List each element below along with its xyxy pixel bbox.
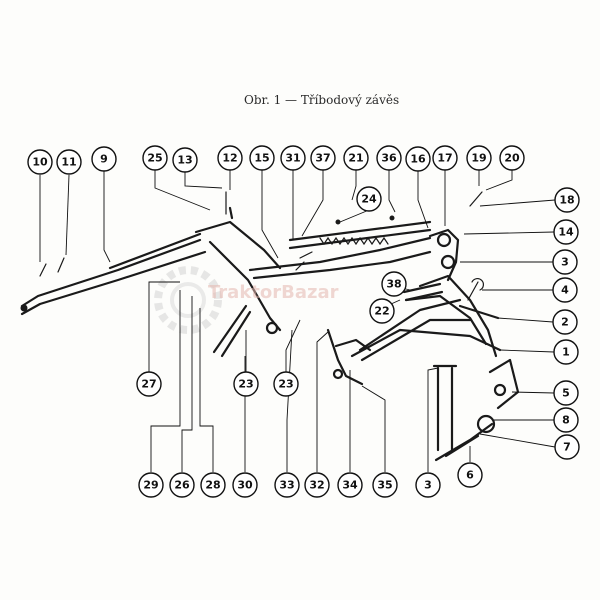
- callout-number: 11: [61, 156, 76, 169]
- callout-number: 13: [177, 154, 192, 167]
- callout-11: 11: [56, 149, 82, 175]
- callout-number: 30: [237, 479, 253, 492]
- callout-17: 17: [432, 145, 458, 171]
- callout-16: 16: [405, 146, 431, 172]
- callout-24: 24: [356, 186, 382, 212]
- callout-32: 32: [304, 472, 330, 498]
- callout-27: 27: [136, 371, 162, 397]
- callout-28: 28: [200, 472, 226, 498]
- callout-number: 3: [424, 479, 432, 492]
- callout-number: 37: [315, 152, 330, 165]
- callout-37: 37: [310, 145, 336, 171]
- callout-number: 24: [361, 193, 377, 206]
- callout-13: 13: [172, 147, 198, 173]
- callout-number: 38: [386, 278, 401, 291]
- callout-number: 26: [174, 479, 190, 492]
- callout-22: 22: [369, 298, 395, 324]
- callout-33: 33: [274, 472, 300, 498]
- callout-number: 23: [278, 378, 293, 391]
- callout-number: 2: [561, 316, 569, 329]
- callout-number: 36: [381, 152, 397, 165]
- callout-25: 25: [142, 145, 168, 171]
- figure-caption: Obr. 1 — Tříbodový závěs: [244, 93, 399, 107]
- callout-35: 35: [372, 472, 398, 498]
- hitch-parts-artwork: [20, 191, 520, 462]
- callout-number: 10: [32, 156, 48, 169]
- callout-29: 29: [138, 472, 164, 498]
- callout-number: 20: [504, 152, 520, 165]
- callout-15: 15: [249, 145, 275, 171]
- callout-7: 7: [554, 434, 580, 460]
- callout-number: 35: [377, 479, 392, 492]
- callout-10: 10: [27, 149, 53, 175]
- callout-3-bottom: 3: [415, 472, 441, 498]
- callout-number: 9: [100, 153, 108, 166]
- callout-number: 27: [141, 378, 156, 391]
- callout-12: 12: [217, 145, 243, 171]
- callout-number: 33: [279, 479, 294, 492]
- callout-number: 1: [562, 346, 570, 359]
- callout-number: 15: [254, 152, 269, 165]
- watermark-text: TraktorBazar: [208, 282, 339, 303]
- callout-number: 3: [561, 256, 569, 269]
- callout-number: 34: [342, 479, 358, 492]
- callout-18: 18: [554, 187, 580, 213]
- callout-26: 26: [169, 472, 195, 498]
- callout-34: 34: [337, 472, 363, 498]
- callout-number: 14: [558, 226, 574, 239]
- callout-number: 18: [559, 194, 574, 207]
- callout-21: 21: [343, 145, 369, 171]
- callout-number: 4: [561, 284, 569, 297]
- callout-number: 6: [466, 469, 474, 482]
- callout-number: 19: [471, 152, 486, 165]
- callout-number: 31: [285, 152, 300, 165]
- callout-number: 25: [147, 152, 162, 165]
- callout-36: 36: [376, 145, 402, 171]
- callout-23-right: 23: [273, 371, 299, 397]
- callout-number: 8: [562, 414, 570, 427]
- callout-number: 22: [374, 305, 389, 318]
- callout-31: 31: [280, 145, 306, 171]
- callout-number: 7: [563, 441, 571, 454]
- callout-23-left: 23: [233, 371, 259, 397]
- callout-number: 12: [222, 152, 237, 165]
- callout-9: 9: [91, 146, 117, 172]
- callout-14: 14: [553, 219, 579, 245]
- callout-20: 20: [499, 145, 525, 171]
- callout-8: 8: [553, 407, 579, 433]
- callout-4: 4: [552, 277, 578, 303]
- callout-3-top: 3: [552, 249, 578, 275]
- lower-link-left: [20, 238, 202, 308]
- callout-number: 23: [238, 378, 253, 391]
- callout-1: 1: [553, 339, 579, 365]
- watermark-gear-logo: [154, 266, 222, 334]
- callout-30: 30: [232, 472, 258, 498]
- callout-number: 29: [143, 479, 158, 492]
- callout-19: 19: [466, 145, 492, 171]
- callout-6: 6: [457, 462, 483, 488]
- callout-2: 2: [552, 309, 578, 335]
- callout-number: 5: [562, 387, 570, 400]
- callout-number: 32: [309, 479, 324, 492]
- callout-38: 38: [381, 271, 407, 297]
- callout-number: 21: [348, 152, 363, 165]
- callout-5: 5: [553, 380, 579, 406]
- callout-number: 28: [205, 479, 220, 492]
- callouts: 10 11 9 25 13 12 15 31 37 21 36 16 17 19…: [27, 145, 580, 498]
- callout-number: 16: [410, 153, 426, 166]
- callout-number: 17: [437, 152, 452, 165]
